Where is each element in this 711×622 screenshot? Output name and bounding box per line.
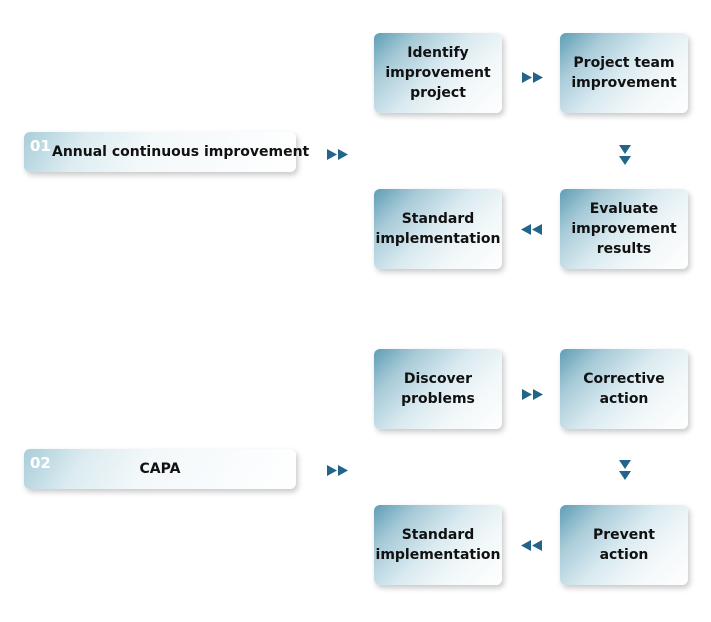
step-discover-problems: Discover problems bbox=[374, 349, 502, 429]
arrow-left-icon bbox=[521, 540, 543, 551]
group-02-number: 02 bbox=[30, 454, 51, 472]
step-project-team-improvement: Project team improvement bbox=[560, 33, 688, 113]
arrow-right-icon bbox=[327, 149, 349, 160]
arrow-right-icon bbox=[327, 465, 349, 476]
step-corrective-action: Corrective action bbox=[560, 349, 688, 429]
group-01-number: 01 bbox=[30, 137, 51, 155]
group-02-label: 02 CAPA bbox=[24, 449, 296, 489]
arrow-right-icon bbox=[522, 72, 544, 83]
arrow-right-icon bbox=[522, 389, 544, 400]
step-identify-improvement-project: Identify improvement project bbox=[374, 33, 502, 113]
step-evaluate-improvement-results: Evaluate improvement results bbox=[560, 189, 688, 269]
arrow-down-icon bbox=[619, 145, 631, 166]
arrow-down-icon bbox=[619, 460, 631, 481]
step-prevent-action: Prevent action bbox=[560, 505, 688, 585]
step-standard-implementation-2: Standard implementation bbox=[374, 505, 502, 585]
group-02-title: CAPA bbox=[139, 461, 181, 477]
arrow-left-icon bbox=[521, 224, 543, 235]
step-standard-implementation-1: Standard implementation bbox=[374, 189, 502, 269]
group-01-title: Annual continuous improvement bbox=[52, 144, 310, 160]
group-01-label: 01 Annual continuous improvement bbox=[24, 132, 309, 172]
